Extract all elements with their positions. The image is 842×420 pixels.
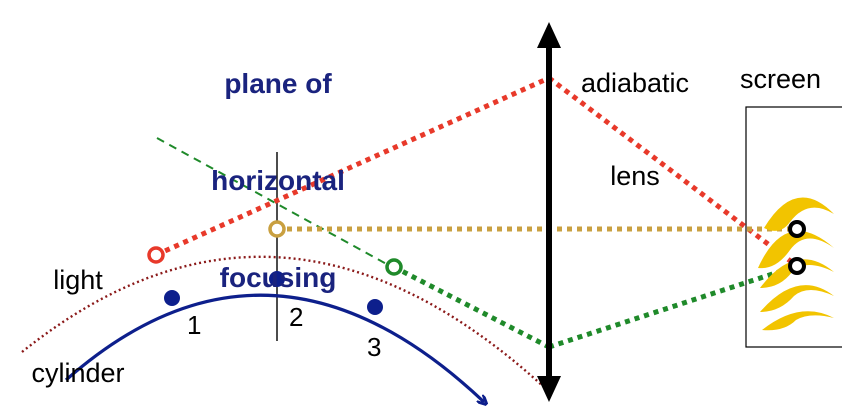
adiabatic-lens <box>537 22 561 402</box>
emission-point-red <box>147 246 165 264</box>
red-ray-to-lens <box>154 75 551 258</box>
green-tangent-line <box>156 137 393 268</box>
plane-label-line-2: horizontal <box>211 164 345 196</box>
plane-of-focusing-label: plane of horizontal focusing <box>188 4 368 326</box>
screen-label: screen <box>740 64 822 94</box>
plane-label-line-3: focusing <box>219 261 337 293</box>
red-ray-to-screen <box>547 76 799 268</box>
light-label-line-1: light <box>53 265 103 296</box>
green-ray-to-screen <box>548 263 798 350</box>
light-cylinder-label: light cylinder <box>30 203 126 420</box>
screen-spot-upper <box>788 220 806 238</box>
light-label-line-2: cylinder <box>31 358 125 389</box>
point-1-label: 1 <box>187 310 202 340</box>
green-ray-to-lens <box>392 264 551 350</box>
adiabatic-lens-label: adiabatic lens <box>575 6 695 223</box>
emission-point-gold <box>268 220 286 238</box>
point-2-label: 2 <box>289 302 304 332</box>
screen-image-crescents <box>758 197 834 331</box>
electron-orbit-arrow <box>64 293 484 402</box>
orbit-point-1 <box>164 290 180 306</box>
lens-label-line-1: adiabatic <box>580 68 690 99</box>
orbit-point-2 <box>269 271 285 287</box>
plane-label-line-1: plane of <box>224 68 332 100</box>
orbit-point-3 <box>367 299 383 315</box>
lens-label-line-2: lens <box>610 161 660 192</box>
point-3-label: 3 <box>367 332 382 362</box>
emission-point-green <box>385 258 403 276</box>
screen-spot-lower <box>788 257 806 275</box>
